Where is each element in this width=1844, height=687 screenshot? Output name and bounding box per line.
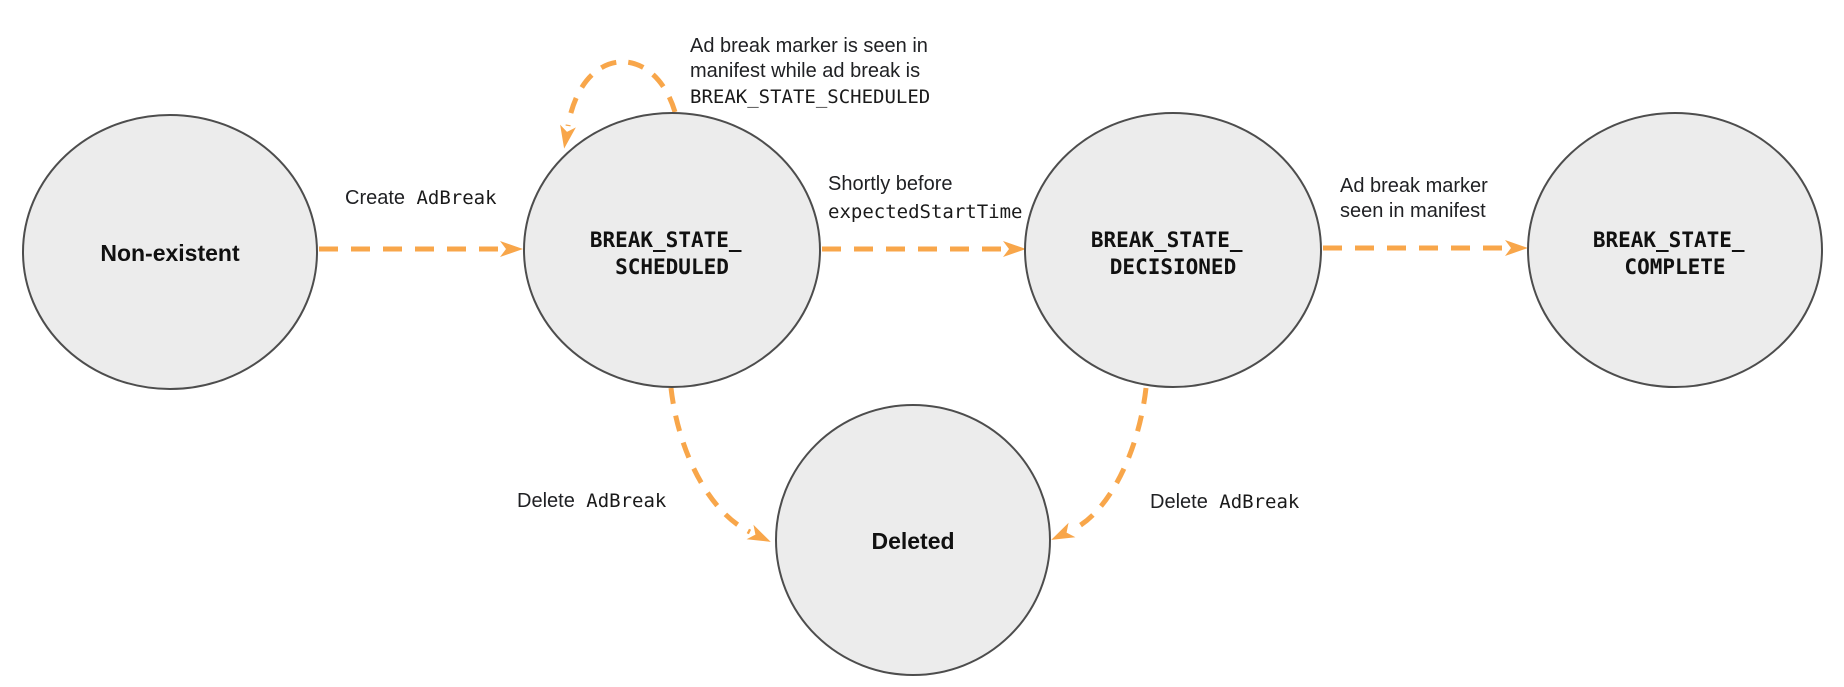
state-label-decisioned: BREAK_STATE_ DECISIONED	[1091, 228, 1255, 279]
transition-label-delete-adbreak-left: Delete AdBreak	[517, 490, 667, 512]
transition-label-shortly-before: Shortly before expectedStartTime	[828, 173, 1022, 223]
state-non-existent: Non-existent	[22, 114, 318, 390]
state-deleted: Deleted	[775, 404, 1051, 676]
state-label-deleted: Deleted	[871, 528, 954, 554]
state-break-state-scheduled: BREAK_STATE_ SCHEDULED	[523, 112, 821, 388]
arrow-scheduled-to-deleted	[668, 387, 771, 542]
transition-label-create-adbreak: Create AdBreak	[345, 187, 497, 209]
state-circle-deleted	[775, 404, 1051, 676]
transition-label-marker-seen: Ad break marker seen in manifest	[1340, 175, 1492, 222]
arrow-self-loop-scheduled	[560, 59, 678, 149]
state-label-scheduled: BREAK_STATE_ SCHEDULED	[590, 228, 754, 279]
state-circle-non-existent	[22, 114, 318, 390]
transition-label-delete-adbreak-right: Delete AdBreak	[1150, 491, 1300, 513]
transition-arrows	[319, 59, 1528, 542]
state-circle-complete	[1527, 112, 1823, 388]
transition-labels: Create AdBreak Ad break marker is seen i…	[345, 35, 1492, 513]
state-label-complete: BREAK_STATE_ COMPLETE	[1593, 228, 1757, 279]
arrow-decisioned-to-deleted	[1051, 387, 1149, 540]
state-label-non-existent: Non-existent	[100, 240, 240, 266]
state-break-state-complete: BREAK_STATE_ COMPLETE	[1527, 112, 1823, 388]
state-circle-scheduled	[523, 112, 821, 388]
state-circle-decisioned	[1024, 112, 1322, 388]
transition-label-self-loop: Ad break marker is seen in manifest whil…	[690, 35, 932, 108]
state-break-state-decisioned: BREAK_STATE_ DECISIONED	[1024, 112, 1322, 388]
